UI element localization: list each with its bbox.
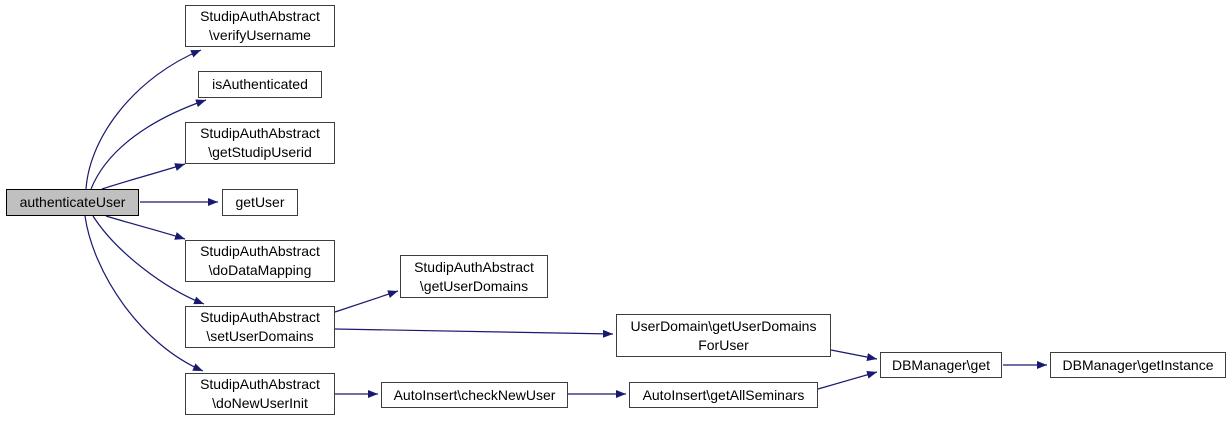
node-label: ForUser xyxy=(698,336,749,353)
node-authenticateUser[interactable]: authenticateUser xyxy=(6,189,139,216)
node-label: AutoInsert\checkNewUser xyxy=(393,386,556,403)
node-StudipAuthAbstract-doNewUserInit[interactable]: StudipAuthAbstract \doNewUserInit xyxy=(185,373,335,415)
node-label: authenticateUser xyxy=(19,194,126,210)
node-StudipAuthAbstract-setUserDomains[interactable]: StudipAuthAbstract \setUserDomains xyxy=(185,306,335,348)
node-label: AutoInsert\getAllSeminars xyxy=(642,386,805,403)
node-isAuthenticated[interactable]: isAuthenticated xyxy=(198,71,322,98)
node-label: \setUserDomains xyxy=(206,328,314,344)
node-StudipAuthAbstract-doDataMapping[interactable]: StudipAuthAbstract \doDataMapping xyxy=(185,240,335,282)
node-label: StudipAuthAbstract xyxy=(200,376,320,392)
node-label: \getStudipUserid xyxy=(208,144,312,160)
node-DBManager-getInstance[interactable]: DBManager\getInstance xyxy=(1050,352,1226,378)
node-label: DBManager\getInstance xyxy=(1062,356,1214,373)
node-label: StudipAuthAbstract xyxy=(200,125,320,141)
node-label: StudipAuthAbstract xyxy=(414,258,534,275)
node-label: StudipAuthAbstract xyxy=(200,243,320,259)
edge-setUserDomains-getUserDomains xyxy=(334,290,399,313)
node-label: DBManager\get xyxy=(891,356,991,373)
node-AutoInsert-getAllSeminars[interactable]: AutoInsert\getAllSeminars xyxy=(629,382,818,408)
node-label: UserDomain\getUserDomains xyxy=(630,317,817,334)
node-label: StudipAuthAbstract xyxy=(200,309,320,325)
node-label: StudipAuthAbstract xyxy=(200,8,320,24)
edge-authenticateUser-getStudipUserid xyxy=(101,163,186,190)
node-getUser[interactable]: getUser xyxy=(222,189,298,216)
edge-authenticateUser-doDataMapping xyxy=(105,215,186,240)
node-label: \doNewUserInit xyxy=(212,395,308,411)
node-AutoInsert-checkNewUser[interactable]: AutoInsert\checkNewUser xyxy=(381,382,568,408)
edge-authenticateUser-verifyUsername xyxy=(85,49,202,190)
node-label: \getUserDomains xyxy=(419,277,529,294)
edge-getUserDomainsForUser-dbGet xyxy=(830,349,878,362)
edge-setUserDomains-getUserDomainsForUser xyxy=(334,328,614,338)
edge-getAllSeminars-dbGet xyxy=(817,370,878,390)
node-StudipAuthAbstract-getStudipUserid[interactable]: StudipAuthAbstract \getStudipUserid xyxy=(185,122,335,164)
node-DBManager-get[interactable]: DBManager\get xyxy=(880,352,1002,378)
node-label: \verifyUsername xyxy=(209,27,311,43)
node-StudipAuthAbstract-getUserDomains[interactable]: StudipAuthAbstract \getUserDomains xyxy=(400,255,548,298)
node-UserDomain-getUserDomainsForUser[interactable]: UserDomain\getUserDomains ForUser xyxy=(616,314,831,357)
node-StudipAuthAbstract-verifyUsername[interactable]: StudipAuthAbstract \verifyUsername xyxy=(185,5,335,47)
node-label: isAuthenticated xyxy=(212,76,308,92)
node-label: \doDataMapping xyxy=(208,262,312,278)
node-label: getUser xyxy=(235,194,285,210)
